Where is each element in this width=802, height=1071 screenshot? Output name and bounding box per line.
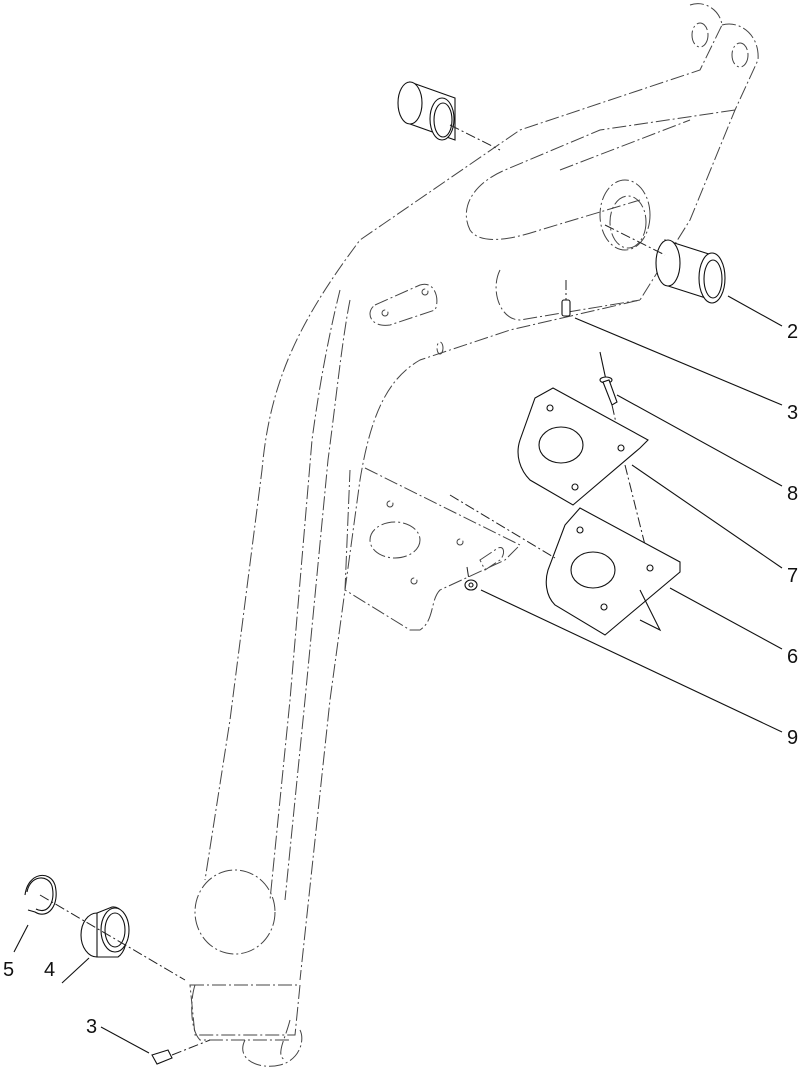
- callout-3-lower: 3: [86, 1016, 98, 1038]
- callout-5: 5: [3, 959, 15, 981]
- callout-9: 9: [787, 727, 799, 749]
- grease-fitting-upper: [561, 280, 571, 317]
- pin-8: [599, 351, 622, 446]
- bracket-6: [449, 494, 681, 636]
- retaining-ring-5: [24, 874, 57, 915]
- callout-6: 6: [787, 646, 799, 668]
- callout-8: 8: [787, 483, 799, 505]
- callout-7: 7: [787, 565, 799, 587]
- bushing-2: [604, 224, 726, 304]
- grease-fitting-lower: [151, 1039, 211, 1065]
- callout-4: 4: [44, 959, 56, 981]
- callout-3-upper: 3: [787, 402, 799, 424]
- washer-9: [464, 566, 478, 591]
- callout-2: 2: [787, 321, 799, 343]
- lift-arm-phantom: [189, 3, 759, 1067]
- leader-lines: [13, 295, 783, 1054]
- bearing-4: [39, 894, 186, 981]
- bushing-upper-left: [397, 81, 501, 151]
